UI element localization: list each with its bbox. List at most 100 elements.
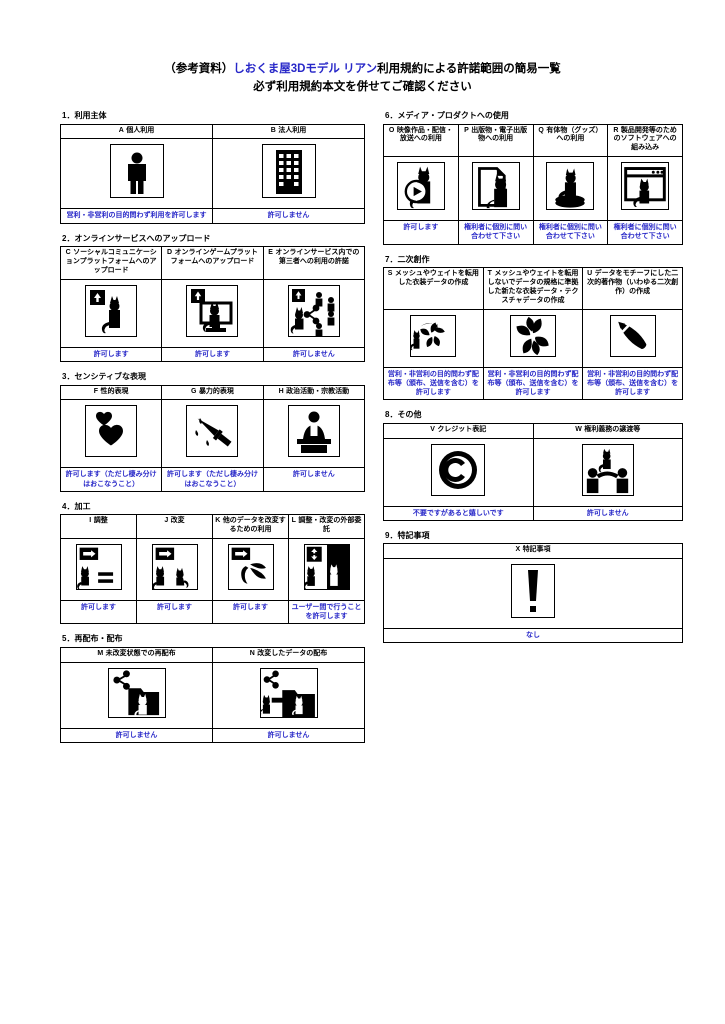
section-1-heading: 1．利用主体 xyxy=(62,111,107,120)
upload-game-icon xyxy=(186,284,239,337)
item-code: K xyxy=(215,517,221,525)
result-O: 許可します xyxy=(383,220,459,245)
item-code: W xyxy=(575,425,583,433)
item-header-L: L 調整・改変の外部委託 xyxy=(288,514,365,540)
item-code: U xyxy=(587,270,593,278)
section-6-table: O 映像作品・配信・放送への利用 P 出版物・電子出版物への利用 Q 有体物（グ… xyxy=(383,123,683,245)
item-header-S: S メッシュやウェイトを転用した衣装データの作成 xyxy=(383,267,484,310)
section-5: 5．再配布・配布 M 未改変状態での再配布 N 改変したデータの配布 xyxy=(60,633,365,743)
modify-cat-icon xyxy=(151,544,198,591)
section-4-table: I 調整 J 改変 K 他のデータを改変するための利用 L 調整・改変の外部委託 xyxy=(60,514,365,625)
icon-cell-C xyxy=(59,278,163,348)
item-header-P: P 出版物・電子出版物への利用 xyxy=(457,123,534,158)
item-label: 特記事項 xyxy=(522,546,551,554)
section-8: 8．その他 V クレジット表記 W 権利義務の譲渡等 xyxy=(383,409,683,521)
item-label: ソーシャルコミュニケーションプラットフォームへのアップロード xyxy=(65,249,157,274)
item-label: メッシュやウェイトを転用しないでデータの規格に準拠した新たな衣装データ・テクスチ… xyxy=(487,270,579,304)
item-code: J xyxy=(164,517,169,525)
item-label: 有体物（グッズ）への利用 xyxy=(546,126,603,143)
icon-row xyxy=(383,437,683,507)
item-label: オンラインゲームプラットフォームへのアップロード xyxy=(170,249,258,265)
item-code: A xyxy=(118,126,125,134)
result-X: なし xyxy=(383,628,683,644)
section-9-heading: 9．特記事項 xyxy=(385,530,430,540)
header-row: O 映像作品・配信・放送への利用 P 出版物・電子出版物への利用 Q 有体物（グ… xyxy=(383,123,683,158)
item-header-O: O 映像作品・配信・放送への利用 xyxy=(383,123,459,158)
icon-row xyxy=(60,538,365,602)
result-row: 不要ですがあると嬉しいです 許可しません xyxy=(383,505,683,521)
header-row: X 特記事項 xyxy=(383,543,683,560)
item-label: 調整・改変の外部委託 xyxy=(298,517,362,534)
icon-row xyxy=(60,138,365,210)
right-column: 6．メディア・プロダクトへの使用 O 映像作品・配信・放送への利用 P 出版物・… xyxy=(383,110,683,752)
item-code: P xyxy=(464,126,470,134)
icon-cell-R xyxy=(607,156,683,222)
section-1-table: A 個人利用 B 法人利用 xyxy=(60,123,365,224)
result-G: 許可します（ただし棲み分けはおこなうこと） xyxy=(161,467,264,492)
item-header-U: U データをモチーフにした二次的著作物（いわゆる二次創作）の作成 xyxy=(582,267,683,310)
item-code: E xyxy=(268,249,274,257)
item-header-V: V クレジット表記 xyxy=(383,422,534,439)
item-code: L xyxy=(291,517,297,525)
result-M: 許可しません xyxy=(60,727,213,743)
icon-cell-U xyxy=(582,308,683,368)
item-label: 改変したデータの配布 xyxy=(257,649,328,657)
result-W: 許可しません xyxy=(532,505,683,521)
item-label: 個人利用 xyxy=(126,126,155,134)
result-row: 営利・非営利の目的問わず配布等（頒布、送信を含む）を許可します 営利・非営利の目… xyxy=(383,366,683,401)
section-3: 3．センシティブな表現 F 性的表現 G 暴力的表現 H 政治活動・宗教活動 xyxy=(59,371,366,492)
result-L: ユーザー間で行うことを許可します xyxy=(288,600,365,625)
item-code: S xyxy=(387,270,393,278)
item-code: C xyxy=(65,249,72,257)
video-play-icon xyxy=(396,162,445,211)
result-B: 許可しません xyxy=(212,208,365,224)
result-N: 許可しません xyxy=(212,727,365,743)
goods-figure-icon xyxy=(546,162,595,211)
building-icon xyxy=(261,144,316,199)
item-label: オンラインサービス内での第三者への利用の許諾 xyxy=(275,249,360,265)
icon-cell-J xyxy=(136,538,213,602)
copyright-icon xyxy=(431,443,486,496)
result-V: 不要ですがあると嬉しいです xyxy=(383,505,534,521)
item-label: 改変 xyxy=(170,517,185,525)
icon-cell-Q xyxy=(532,156,609,222)
distribute-modified-icon xyxy=(259,667,318,718)
item-label: データをモチーフにした二次的著作物（いわゆる二次創作）の作成 xyxy=(587,270,679,295)
transfer-rights-icon xyxy=(581,443,634,496)
item-code: D xyxy=(167,249,173,257)
icon-cell-W xyxy=(532,437,683,507)
result-U: 営利・非営利の目的問わず配布等（頒布、送信を含む）を許可します xyxy=(582,366,683,401)
header-row: F 性的表現 G 暴力的表現 H 政治活動・宗教活動 xyxy=(59,384,366,401)
result-Q: 権利者に個別に問い合わせて下さい xyxy=(532,220,609,245)
publication-icon xyxy=(471,162,520,211)
icon-cell-X xyxy=(383,558,683,630)
item-label: 権利義務の譲渡等 xyxy=(584,425,641,433)
content-columns: 1．利用主体 A 個人利用 B 法人利用 xyxy=(0,110,725,752)
icon-cell-I xyxy=(60,538,137,602)
item-label: 他のデータを改変するための利用 xyxy=(222,517,286,534)
icon-cell-A xyxy=(60,138,213,210)
result-row: 許可します 権利者に個別に問い合わせて下さい 権利者に個別に問い合わせて下さい … xyxy=(383,220,683,245)
knife-icon xyxy=(186,405,239,458)
person-icon xyxy=(109,144,164,199)
item-header-W: W 権利義務の譲渡等 xyxy=(532,422,683,439)
item-header-I: I 調整 xyxy=(60,514,137,540)
section-9: 9．特記事項 X 特記事項 xyxy=(383,530,683,644)
result-S: 営利・非営利の目的問わず配布等（頒布、送信を含む）を許可します xyxy=(383,366,484,401)
item-code: O xyxy=(388,126,395,134)
icon-cell-P xyxy=(457,156,534,222)
item-header-M: M 未改変状態での再配布 xyxy=(60,646,213,663)
result-R: 権利者に個別に問い合わせて下さい xyxy=(607,220,683,245)
item-code: N xyxy=(249,649,256,657)
section-7-table: S メッシュやウェイトを転用した衣装データの作成 T メッシュやウェイトを転用し… xyxy=(383,267,683,401)
result-P: 権利者に個別に問い合わせて下さい xyxy=(457,220,534,245)
header-row: A 個人利用 B 法人利用 xyxy=(60,123,365,140)
new-costume-data-icon xyxy=(509,314,556,357)
header-row: M 未改変状態での再配布 N 改変したデータの配布 xyxy=(60,646,365,663)
icon-row xyxy=(383,308,683,368)
item-header-K: K 他のデータを改変するための利用 xyxy=(212,514,289,540)
icon-row xyxy=(59,399,366,469)
section-4: 4．加工 I 調整 J 改変 K 他のデータを改変するための利用 L 調整・改変… xyxy=(60,501,365,625)
title-subline: 必ず利用規約本文を併せてご確認ください xyxy=(253,80,472,93)
modify-other-data-icon xyxy=(227,544,274,591)
